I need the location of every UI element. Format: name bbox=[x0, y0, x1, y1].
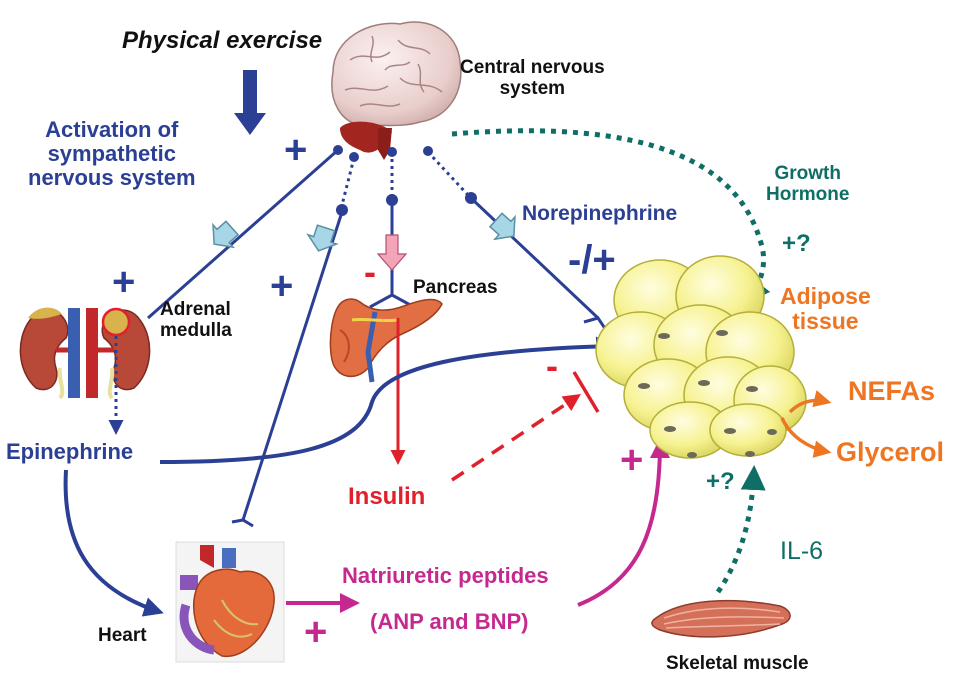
il6-label: IL-6 bbox=[780, 537, 824, 565]
kidney-icon bbox=[19, 307, 151, 400]
sympathetic-activation-label: Activation of sympathetic nervous system bbox=[28, 117, 196, 191]
adrenal-plus-sign: + bbox=[112, 260, 136, 304]
insulin-label: Insulin bbox=[348, 483, 426, 510]
natriuretic-peptides-label: Natriuretic peptides bbox=[342, 563, 549, 588]
epinephrine-label: Epinephrine bbox=[6, 439, 134, 464]
nefas-label: NEFAs bbox=[848, 376, 936, 406]
physical-exercise-label: Physical exercise bbox=[122, 27, 323, 54]
norepinephrine-effect-sign: -/+ bbox=[568, 238, 616, 282]
cns-label: Central nervous system bbox=[460, 57, 605, 99]
cns-plus-sign: + bbox=[284, 128, 308, 172]
adrenal-medulla-label: Adrenal medulla bbox=[160, 299, 232, 341]
pancreas-minus-sign: - bbox=[364, 251, 376, 292]
nerve-to-adrenal bbox=[147, 148, 339, 320]
skeletal-muscle-label: Skeletal muscle bbox=[666, 653, 809, 674]
brain-icon bbox=[331, 21, 462, 160]
growth-hormone-effect-sign: +? bbox=[782, 230, 811, 257]
heart-plus-sign: + bbox=[304, 610, 328, 654]
natriuretic-plus-sign: + bbox=[620, 438, 644, 482]
skeletal-muscle-icon bbox=[651, 599, 791, 638]
nerve-to-heart bbox=[241, 211, 344, 521]
pancreas-label: Pancreas bbox=[413, 277, 498, 298]
glycerol-label: Glycerol bbox=[836, 437, 945, 467]
pancreas-icon bbox=[329, 298, 443, 383]
adipose-cells-icon bbox=[595, 255, 807, 459]
norepinephrine-label: Norepinephrine bbox=[522, 202, 678, 225]
insulin-minus-sign: - bbox=[546, 345, 558, 386]
adipose-tissue-label: Adipose tissue bbox=[780, 283, 871, 335]
anp-bnp-label: (ANP and BNP) bbox=[370, 609, 529, 634]
nerve-to-adipose bbox=[471, 198, 600, 320]
exercise-down-arrow bbox=[234, 70, 266, 135]
il6-effect-sign: +? bbox=[706, 468, 735, 495]
heart-nerve-plus-sign: + bbox=[270, 264, 294, 308]
heart-icon bbox=[175, 541, 285, 663]
growth-hormone-label: Growth Hormone bbox=[766, 163, 850, 205]
heart-label: Heart bbox=[98, 625, 147, 646]
